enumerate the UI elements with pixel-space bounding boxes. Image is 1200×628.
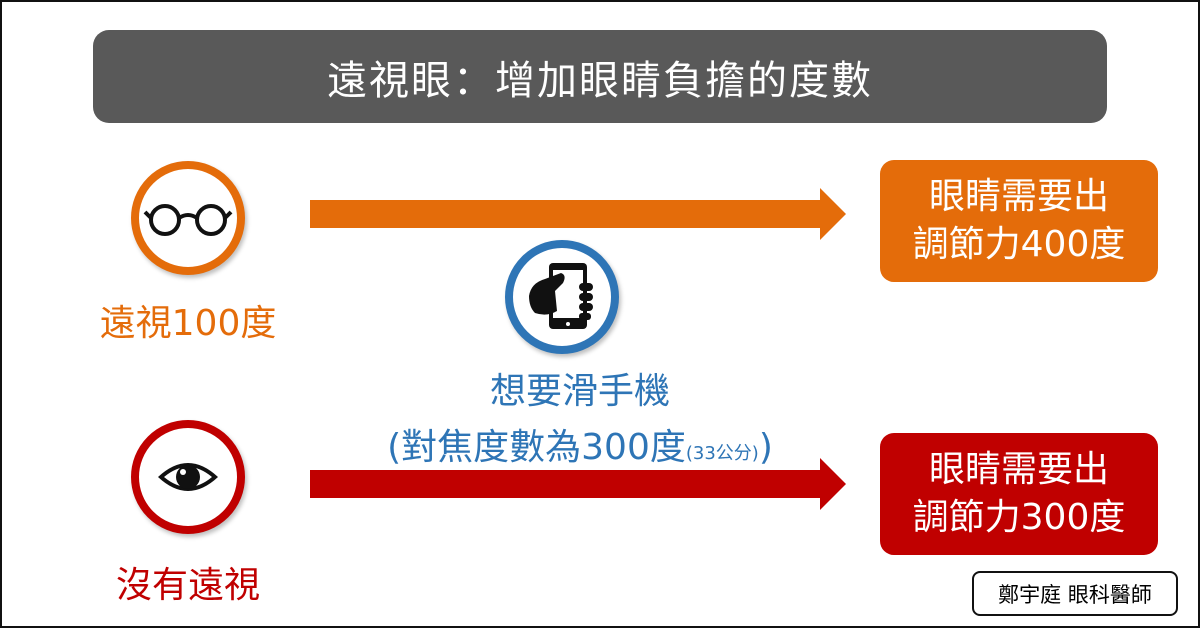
eye-icon xyxy=(158,463,218,491)
signature: 鄭宇庭 眼科醫師 xyxy=(972,571,1178,616)
page-title: 遠視眼：增加眼睛負擔的度數 xyxy=(93,30,1107,123)
hyperopia-label: 遠視100度 xyxy=(99,303,277,344)
focus-distance-end: ) xyxy=(758,427,773,468)
glasses-icon-circle xyxy=(131,161,245,275)
normal-result-line1: 眼睛需要出 xyxy=(928,449,1109,490)
glasses-icon xyxy=(143,204,233,236)
focus-distance-main: (對焦度數為300度 xyxy=(387,427,686,468)
focus-distance-label: (對焦度數為300度(33公分)) xyxy=(340,418,820,470)
eye-icon-circle xyxy=(131,420,245,534)
red-arrow xyxy=(310,458,846,510)
no-hyperopia-label: 沒有遠視 xyxy=(115,565,260,606)
hyperopia-result-line1: 眼睛需要出 xyxy=(928,176,1109,217)
phone-hand-icon xyxy=(529,263,593,329)
orange-arrow xyxy=(310,188,846,240)
phone-icon-circle xyxy=(505,240,619,354)
normal-result-box: 眼睛需要出 調節力300度 xyxy=(880,433,1158,555)
focus-distance-cm: (33公分) xyxy=(685,443,759,464)
phone-label: 想要滑手機 xyxy=(489,371,670,412)
hyperopia-result-line2: 調節力400度 xyxy=(912,224,1126,265)
normal-result-line2: 調節力300度 xyxy=(912,497,1126,538)
hyperopia-result-box: 眼睛需要出 調節力400度 xyxy=(880,160,1158,282)
